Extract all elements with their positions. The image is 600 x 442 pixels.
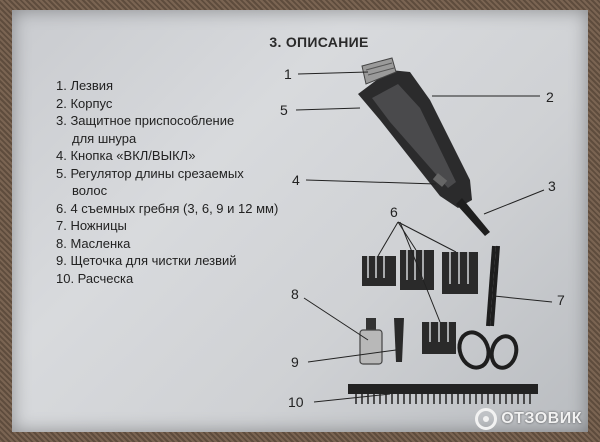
list-item: 8. Масленка bbox=[56, 235, 131, 251]
hair-clipper-illustration bbox=[358, 57, 490, 236]
callout-8: 8 bbox=[291, 286, 299, 302]
list-item: 6. 4 съемных гребня (3, 6, 9 и 12 мм) bbox=[56, 200, 279, 216]
list-item: волос bbox=[72, 183, 108, 198]
list-item: 7. Ножницы bbox=[56, 218, 127, 233]
otzovik-logo-icon bbox=[475, 408, 498, 430]
cleaning-brush-illustration bbox=[394, 318, 404, 362]
list-item: 1. Лезвия bbox=[56, 78, 114, 93]
list-item: 3. Защитное приспособление bbox=[56, 113, 235, 128]
list-item: для шнура bbox=[72, 130, 137, 146]
comb-illustration bbox=[348, 384, 538, 404]
scissors-illustration bbox=[457, 245, 519, 370]
list-item: 9. Щеточка для чистки лезвий bbox=[56, 253, 237, 268]
list-item: 10. Расческа bbox=[56, 270, 134, 286]
list-item: 4. Кнопка «ВКЛ/ВЫКЛ» bbox=[56, 148, 196, 163]
callout-6: 6 bbox=[390, 204, 398, 220]
callout-5: 5 bbox=[280, 102, 288, 118]
callout-3: 3 bbox=[548, 178, 556, 194]
otzovik-watermark: ОТЗОВИК bbox=[475, 408, 582, 430]
callout-1: 1 bbox=[284, 66, 292, 82]
callout-7: 7 bbox=[557, 292, 565, 308]
section-title: 3. ОПИСАНИЕ bbox=[269, 34, 369, 50]
callout-10: 10 bbox=[288, 394, 304, 410]
callout-2: 2 bbox=[546, 89, 554, 105]
callout-4: 4 bbox=[292, 172, 300, 188]
list-item: 2. Корпус bbox=[56, 95, 113, 111]
list-item: 5. Регулятор длины срезаемых bbox=[56, 165, 244, 181]
callout-9: 9 bbox=[291, 354, 299, 370]
oil-bottle-illustration bbox=[359, 318, 383, 365]
leader-lines bbox=[295, 71, 553, 403]
parts-list: 1. Лезвия 2. Корпус 3. Защитное приспосо… bbox=[56, 77, 316, 287]
watermark-text: ОТЗОВИК bbox=[501, 410, 582, 427]
